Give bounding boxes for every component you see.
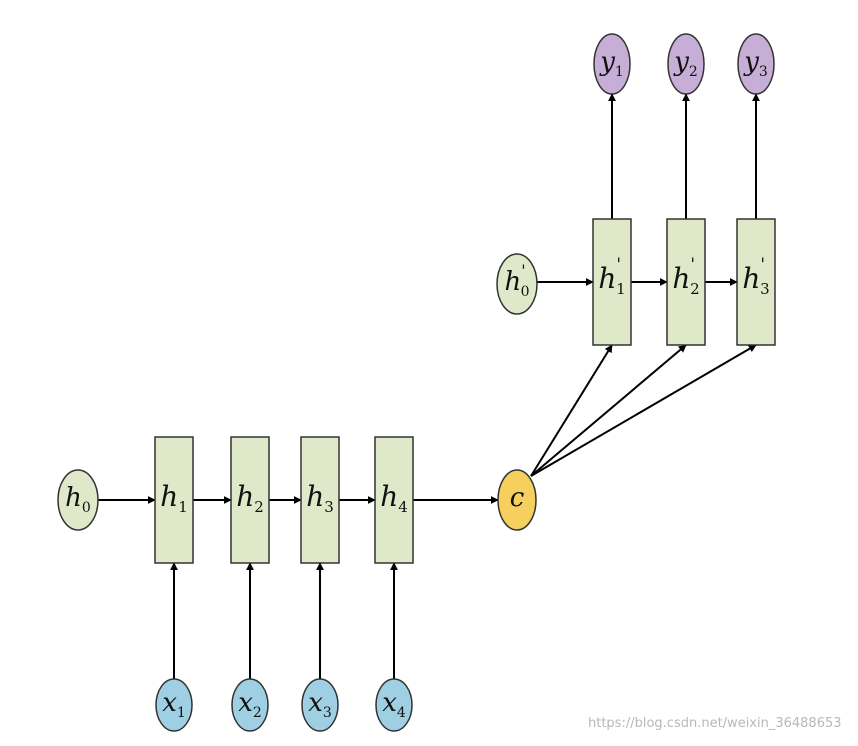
output-3-label: y3 [743,47,768,80]
encoder-state-1-shape [154,436,194,564]
edge-c-h3p [530,344,757,477]
decoder-state-3-label: h'3 [742,255,769,298]
decoder-initial-state-shape [496,253,538,315]
output-2-label: y2 [673,47,698,80]
encoder-initial-state-shape [57,469,99,531]
input-2-label: x2 [238,688,262,721]
encoder-initial-state: h0 [57,469,99,531]
output-1: y1 [593,33,631,95]
context-vector-label: c [510,483,525,513]
encoder-state-4: h4 [374,436,414,564]
decoder-initial-state-label: h'0 [504,261,529,301]
context-vector-shape [497,469,537,531]
edge-c-h2p [530,344,687,477]
encoder-state-1: h1 [154,436,194,564]
input-1-label: x1 [162,688,186,721]
decoder-state-2: h'2 [666,218,706,346]
decoder-state-1: h'1 [592,218,632,346]
decoder-state-2-shape [666,218,706,346]
input-1-shape [155,678,193,732]
nodes: h0 h1 h2 h3 h4 x1 x2 x3 x4 c h'0 h'1 h'2 h'3 y1 y2 y3 [57,33,776,732]
encoder-state-4-shape [374,436,414,564]
edges [98,93,760,679]
input-2-shape [231,678,269,732]
decoder-state-1-shape [592,218,632,346]
output-3: y3 [737,33,775,95]
context-vector: c [497,469,537,531]
encoder-state-4-label: h4 [380,480,408,517]
decoder-state-2-label: h'2 [672,255,699,298]
input-2: x2 [231,678,269,732]
encoder-state-3-label: h3 [306,480,334,517]
decoder-state-3: h'3 [736,218,776,346]
output-1-shape [593,33,631,95]
input-4-shape [375,678,413,732]
input-3: x3 [301,678,339,732]
output-2: y2 [667,33,705,95]
encoder-state-3-shape [300,436,340,564]
encoder-state-1-label: h1 [160,480,188,517]
encoder-state-2: h2 [230,436,270,564]
input-3-label: x3 [308,688,332,721]
output-3-shape [737,33,775,95]
watermark-text: https://blog.csdn.net/weixin_36488653 [588,716,842,731]
decoder-initial-state: h'0 [496,253,538,315]
encoder-state-3: h3 [300,436,340,564]
decoder-state-1-label: h'1 [598,255,625,298]
decoder-state-3-shape [736,218,776,346]
input-1: x1 [155,678,193,732]
encoder-state-2-label: h2 [236,480,264,517]
output-2-shape [667,33,705,95]
output-1-label: y1 [599,47,624,80]
input-4: x4 [375,678,413,732]
encoder-initial-state-label: h0 [65,483,91,516]
input-4-label: x4 [382,688,406,721]
encoder-state-2-shape [230,436,270,564]
input-3-shape [301,678,339,732]
edge-c-h1p [530,344,613,477]
